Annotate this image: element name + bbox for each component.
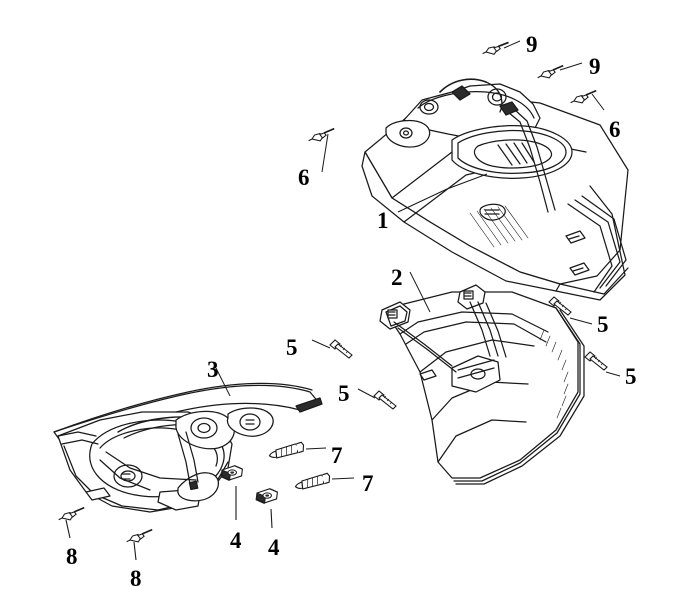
callout-label-7a: 7 <box>331 443 343 468</box>
callout-label-5a: 5 <box>597 312 609 337</box>
callout-label-6b: 6 <box>298 165 310 190</box>
callout-label-7b: 7 <box>362 471 374 496</box>
fastener-5d-screw[interactable] <box>357 388 397 410</box>
callout-label-4b: 4 <box>268 535 280 560</box>
fastener-8a-screw[interactable] <box>57 504 86 539</box>
callout-label-5b: 5 <box>625 364 637 389</box>
callout-label-8a: 8 <box>66 544 78 569</box>
callout-label-6a: 6 <box>609 117 621 142</box>
fastener-6a-screw[interactable] <box>569 87 605 111</box>
callout-label-8b: 8 <box>130 566 142 591</box>
fastener-4b-nut-clip[interactable] <box>255 488 278 529</box>
leader-line-1 <box>397 188 448 213</box>
part-3-front-fender[interactable] <box>53 382 323 513</box>
callout-label-9a: 9 <box>526 32 538 57</box>
part-2-rear-fender-lower[interactable] <box>379 284 585 485</box>
fastener-4a-nut-clip[interactable] <box>220 465 243 520</box>
callout-label-2: 2 <box>391 265 403 290</box>
callout-label-4a: 4 <box>230 528 242 553</box>
leader-line-3 <box>215 367 231 397</box>
callout-label-3: 3 <box>207 357 219 382</box>
fastener-9b-screw[interactable] <box>536 62 583 82</box>
callout-label-1: 1 <box>377 208 389 233</box>
callout-label-5d: 5 <box>338 381 350 406</box>
part-1-rear-fender-upper[interactable] <box>361 78 629 301</box>
leader-line-2 <box>409 271 431 313</box>
callout-label-5c: 5 <box>286 335 298 360</box>
callout-label-9b: 9 <box>589 54 601 79</box>
leader-line-1b <box>446 173 488 190</box>
fastener-9a-screw[interactable] <box>481 38 521 58</box>
fastener-7a-bolt[interactable] <box>267 441 327 460</box>
fastener-5c-screw[interactable] <box>311 339 353 359</box>
fastener-5a-screw[interactable] <box>548 296 593 325</box>
fastener-8b-screw[interactable] <box>125 526 154 561</box>
fastener-5b-screw[interactable] <box>584 351 621 377</box>
fastener-7b-bolt[interactable] <box>293 472 355 491</box>
fastener-6b-screw[interactable] <box>307 125 336 173</box>
